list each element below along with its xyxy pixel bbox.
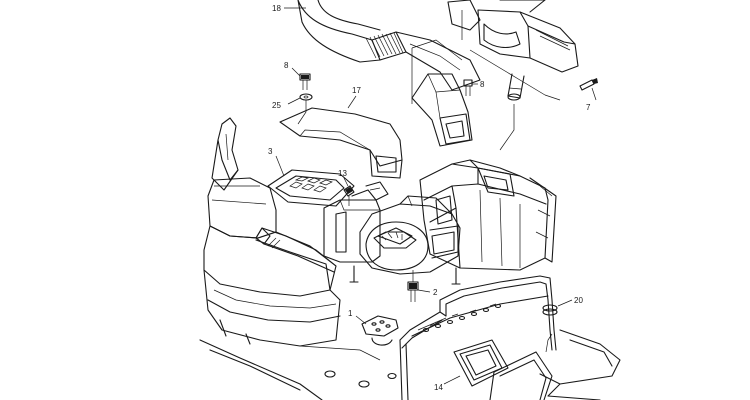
callout-14: 14 (434, 383, 443, 392)
vent-outlet-14: 14 (434, 333, 553, 400)
washer-25: 25 (272, 93, 313, 125)
callout-13: 13 (338, 169, 347, 178)
callout-18-group: 18 (272, 4, 306, 13)
grommet-1: 1 (348, 309, 399, 346)
bolt-2: 2 (407, 270, 438, 302)
callout-3: 3 (268, 147, 273, 156)
callout-8-center: 8 (480, 80, 485, 89)
panel-bracket (323, 181, 389, 263)
duct-18 (297, 0, 481, 91)
pipe-frame: 20 (399, 275, 583, 400)
center-outlet-duct (411, 39, 473, 147)
callout-20: 20 (574, 296, 583, 305)
operator-seat (203, 117, 341, 347)
bolt-8-left: 8 (284, 61, 311, 90)
bolt-7: 7 (579, 78, 598, 112)
callout-18: 18 (272, 4, 281, 13)
duct-17: 17 (279, 86, 403, 179)
cab-floor (199, 329, 621, 400)
callout-2: 2 (433, 288, 438, 297)
control-panel-3: 3 (267, 147, 355, 207)
upper-duct-assembly (447, 0, 579, 151)
callout-7: 7 (586, 103, 591, 112)
heater-unit (349, 159, 557, 285)
bolt-8-center: 8 (463, 79, 485, 96)
callout-8-left: 8 (284, 61, 289, 70)
callout-25: 25 (272, 101, 281, 110)
callout-1: 1 (348, 309, 353, 318)
screw-13: 13 (338, 169, 355, 206)
callout-17: 17 (352, 86, 361, 95)
